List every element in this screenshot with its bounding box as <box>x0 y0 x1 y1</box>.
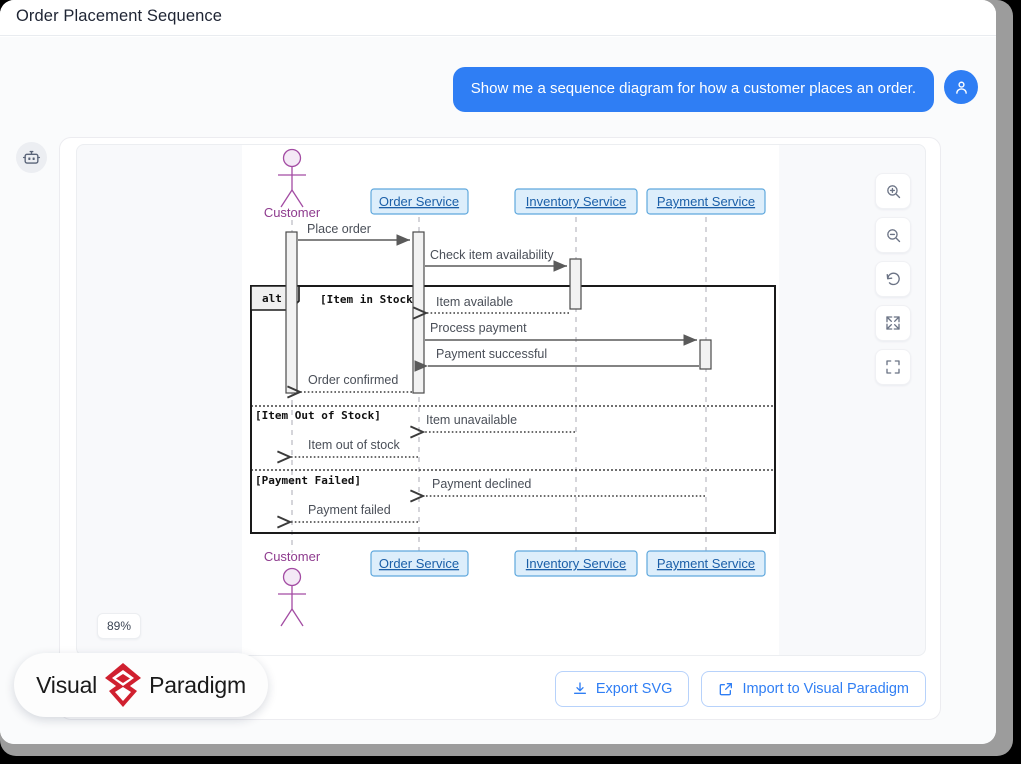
participant-order-service-bottom[interactable]: Order Service <box>370 550 469 577</box>
svg-text:Item available: Item available <box>436 295 513 309</box>
fullscreen-icon <box>886 360 900 374</box>
svg-text:Payment successful: Payment successful <box>436 347 547 361</box>
user-message-bubble: Show me a sequence diagram for how a cus… <box>452 67 934 112</box>
participant-payment-service-bottom[interactable]: Payment Service <box>646 550 766 577</box>
zoom-out-button[interactable] <box>875 217 911 253</box>
message-payment-failed: Payment failed <box>277 503 418 529</box>
participant-customer-bottom[interactable]: Customer <box>264 549 321 627</box>
svg-text:Process payment: Process payment <box>430 321 527 335</box>
user-avatar <box>944 70 978 104</box>
import-to-visual-paradigm-button[interactable]: Import to Visual Paradigm <box>701 671 926 707</box>
message-item-unavailable: Item unavailable <box>410 413 575 439</box>
participant-label-order-service-top: Order Service <box>379 194 459 209</box>
participant-label-inventory-service-top: Inventory Service <box>526 194 626 209</box>
alt-fragment: alt [Item in Stock] [Item Out of Stock] … <box>250 285 776 534</box>
sequence-diagram-svg: alt [Item in Stock] [Item Out of Stock] … <box>250 148 776 627</box>
participant-label-order-service-bottom: Order Service <box>379 556 459 571</box>
window-header: Order Placement Sequence <box>0 0 996 36</box>
message-item-available: Item available <box>413 295 569 320</box>
participant-label-payment-service-bottom: Payment Service <box>657 556 755 571</box>
robot-icon <box>22 150 41 164</box>
zoom-in-button[interactable] <box>875 173 911 209</box>
svg-text:Payment failed: Payment failed <box>308 503 391 517</box>
fullscreen-button[interactable] <box>875 349 911 385</box>
import-to-visual-paradigm-label: Import to Visual Paradigm <box>742 681 909 697</box>
fragment-operator: alt <box>262 292 282 305</box>
bot-avatar <box>16 142 47 173</box>
app-window: Order Placement Sequence Show me a seque… <box>0 0 996 744</box>
reset-button[interactable] <box>875 261 911 297</box>
message-item-out-of-stock: Item out of stock <box>277 438 418 464</box>
download-icon <box>573 682 586 694</box>
diagram-viewport[interactable]: alt [Item in Stock] [Item Out of Stock] … <box>76 144 926 656</box>
user-message-row: Show me a sequence diagram for how a cus… <box>0 67 978 112</box>
fragment-guard-1: [Item Out of Stock] <box>255 409 381 422</box>
zoom-in-icon <box>886 184 900 198</box>
svg-text:Item unavailable: Item unavailable <box>426 413 517 427</box>
page-title: Order Placement Sequence <box>16 7 223 25</box>
participant-payment-service-top[interactable]: Payment Service <box>646 188 766 215</box>
fragment-guard-0: [Item in Stock] <box>320 293 419 306</box>
watermark-text-left: Visual <box>36 671 98 698</box>
participant-label-customer-top: Customer <box>264 205 321 220</box>
svg-text:Check item availability: Check item availability <box>430 248 554 262</box>
diagram-toolbar <box>875 173 911 385</box>
participant-label-inventory-service-bottom: Inventory Service <box>526 556 626 571</box>
participant-inventory-service-top[interactable]: Inventory Service <box>514 188 638 215</box>
visual-paradigm-watermark: Visual Paradigm <box>14 653 268 717</box>
zoom-level-badge: 89% <box>97 613 142 639</box>
participant-label-customer-bottom: Customer <box>264 549 321 564</box>
svg-text:Order confirmed: Order confirmed <box>308 373 398 387</box>
export-svg-label: Export SVG <box>595 681 673 697</box>
visual-paradigm-logo-icon <box>105 663 142 707</box>
fit-screen-icon <box>886 316 900 330</box>
diagram-response-card: alt [Item in Stock] [Item Out of Stock] … <box>59 137 941 720</box>
person-icon <box>955 81 967 94</box>
reset-icon <box>886 272 900 285</box>
message-check-item-availability: Check item availability <box>425 248 567 272</box>
export-svg-button[interactable]: Export SVG <box>554 671 690 707</box>
diagram-action-bar: Export SVG Import to Visual Paradigm <box>76 671 926 707</box>
external-link-icon <box>720 683 733 696</box>
watermark-text-right: Paradigm <box>149 671 246 698</box>
participant-inventory-service-bottom[interactable]: Inventory Service <box>514 550 638 577</box>
chat-area: Show me a sequence diagram for how a cus… <box>0 37 996 744</box>
fit-screen-button[interactable] <box>875 305 911 341</box>
fragment-guard-2: [Payment Failed] <box>255 474 361 487</box>
message-payment-declined: Payment declined <box>410 477 705 503</box>
diagram-canvas[interactable]: alt [Item in Stock] [Item Out of Stock] … <box>242 145 779 655</box>
participant-customer-top[interactable]: Customer <box>264 148 321 221</box>
participant-order-service-top[interactable]: Order Service <box>370 188 469 215</box>
participant-label-payment-service-top: Payment Service <box>657 194 755 209</box>
message-process-payment: Process payment <box>425 321 697 346</box>
svg-text:Item out of stock: Item out of stock <box>308 438 400 452</box>
message-place-order: Place order <box>298 222 410 246</box>
message-order-confirmed: Order confirmed <box>287 373 412 399</box>
message-payment-successful: Payment successful <box>414 347 699 372</box>
zoom-out-icon <box>886 228 900 242</box>
svg-text:Payment declined: Payment declined <box>432 477 531 491</box>
svg-text:Place order: Place order <box>307 222 371 236</box>
